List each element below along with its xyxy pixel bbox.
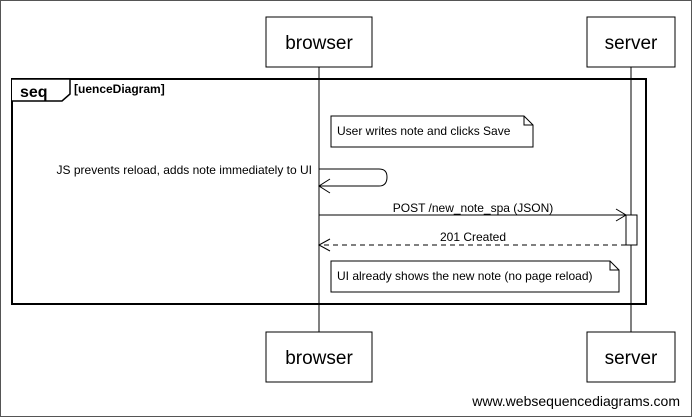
message-self-browser: JS prevents reload, adds note immediatel… (57, 163, 388, 194)
message-label: JS prevents reload, adds note immediatel… (57, 163, 312, 177)
note-ui-shows: UI already shows the new note (no page r… (330, 260, 620, 293)
frame-operator: seq (20, 84, 48, 101)
activation-server (625, 214, 638, 246)
note-text: UI already shows the new note (no page r… (337, 269, 593, 283)
participant-server-bottom: server (586, 331, 676, 383)
frame-guard: [uenceDiagram] (74, 82, 165, 96)
participant-server-top: server (586, 16, 676, 68)
participant-browser-top: browser (265, 16, 373, 68)
participant-browser-bottom: browser (265, 331, 373, 383)
note-text: User writes note and clicks Save (337, 124, 511, 138)
message-label: 201 Created (440, 230, 506, 244)
watermark: www.websequencediagrams.com (471, 393, 680, 409)
message-post: POST /new_note_spa (JSON) (319, 201, 627, 222)
participant-label: server (605, 33, 658, 54)
participant-label: browser (285, 33, 353, 54)
participant-label: server (605, 348, 658, 369)
message-label: POST /new_note_spa (JSON) (393, 201, 554, 215)
message-201-created: 201 Created (317, 230, 626, 252)
note-user-writes: User writes note and clicks Save (330, 115, 534, 148)
participant-label: browser (285, 348, 353, 369)
seq-frame: seq [uenceDiagram] (11, 78, 647, 305)
